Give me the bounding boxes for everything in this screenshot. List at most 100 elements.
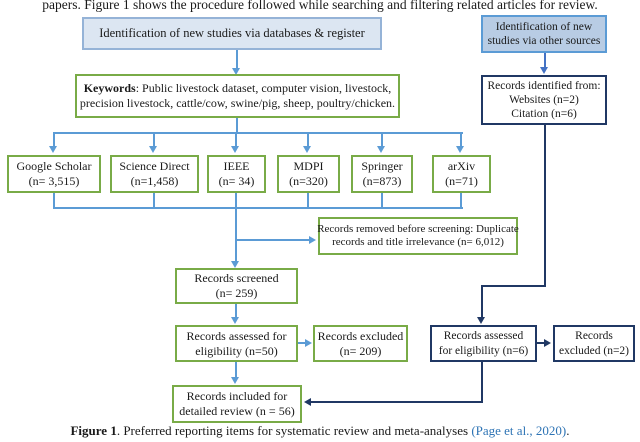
collector-springer (381, 193, 383, 209)
arrowhead-to-excluded-right (544, 339, 551, 347)
connector-assessed-to-included (235, 362, 237, 378)
box-records-excluded: Records excluded (n= 209) (313, 325, 408, 362)
arrowhead-other-to-identified (540, 67, 548, 74)
records-screened-line2: (n= 259) (215, 286, 258, 300)
arrowhead-header-to-keywords (232, 68, 240, 75)
box-database-google-scholar: Google Scholar (n= 3,515) (7, 155, 101, 193)
connector-right-to-included (311, 401, 483, 403)
arrowhead-to-assessed-right (477, 317, 485, 324)
connector-other-to-identified (544, 53, 546, 68)
box-assessed-eligibility: Records assessed for eligibility (n=50) (175, 325, 298, 362)
assessed-line1: Records assessed for (186, 328, 287, 343)
records-identified-line2: Websites (n=2) (509, 93, 579, 106)
keywords-bold: Keywords (83, 81, 136, 96)
db-name: MDPI (293, 159, 324, 174)
db-name: Google Scholar (16, 159, 92, 174)
records-identified-line3: Citation (n=6) (511, 108, 577, 120)
records-removed-line1: Records removed before screening: Duplic… (317, 222, 519, 235)
box-keywords: Keywords: Public livestock dataset, comp… (75, 74, 400, 118)
keywords-line2: precision livestock, cattle/cow, swine/p… (79, 96, 396, 110)
box-database-mdpi: MDPI (n=320) (277, 155, 340, 193)
connector-to-ieee (235, 132, 237, 146)
arrowhead-to-google-scholar (49, 146, 57, 153)
arrowhead-to-ieee (231, 146, 239, 153)
arrowhead-to-removed (309, 236, 316, 244)
excluded-right-line1: Records (575, 330, 613, 343)
excluded-right-line2: excluded (n=2) (558, 344, 630, 357)
db-name: Springer (361, 159, 403, 174)
distributor-line-top (53, 132, 463, 134)
connector-keywords-down (236, 118, 238, 134)
connector-assessed-to-excluded (298, 342, 306, 344)
box-database-springer: Springer (n=873) (351, 155, 413, 193)
collector-google-scholar (53, 193, 55, 209)
collector-ieee (235, 193, 237, 209)
connector-assessed-right-to-excluded (537, 342, 545, 344)
included-line1: Records included for (186, 389, 288, 404)
connector-to-assessed-right (481, 285, 483, 318)
box-database-arxiv: arXiv (n=71) (432, 155, 491, 193)
connector-assessed-right-down (481, 362, 483, 403)
collector-line-bottom (53, 207, 463, 209)
assessed-line2: eligibility (n=50) (195, 343, 278, 358)
collector-arxiv (460, 193, 462, 209)
connector-branch-removed (235, 239, 309, 241)
assessed-right-line1: Records assessed (443, 330, 524, 343)
box-records-screened: Records screened (n= 259) (175, 268, 298, 304)
keywords-line1-rest: : Public livestock dataset, computer vis… (135, 81, 392, 96)
excluded-line2: (n= 209) (339, 343, 382, 358)
db-count: (n=71) (445, 174, 478, 188)
db-name: IEEE (223, 159, 250, 174)
box-database-science-direct: Science Direct (n=1,458) (110, 155, 199, 193)
box-identification-other-line2: studies via other sources (487, 35, 601, 47)
connector-to-springer (381, 132, 383, 146)
arrowhead-to-springer (377, 146, 385, 153)
db-count: (n= 3,515) (28, 174, 80, 188)
collector-mdpi (307, 193, 309, 209)
arrowhead-to-assessed (231, 317, 239, 324)
keywords-line1: Keywords: Public livestock dataset, comp… (84, 81, 392, 96)
records-removed-line2: records and title irrelevance (n= 6,012) (332, 236, 504, 248)
db-name: arXiv (447, 159, 476, 174)
collector-science-direct (153, 193, 155, 209)
arrowhead-to-excluded (305, 339, 312, 347)
db-name: Science Direct (119, 159, 190, 174)
db-count: (n=873) (362, 174, 402, 188)
box-records-excluded-other: Records excluded (n=2) (553, 325, 635, 362)
figure-caption-period: . (566, 423, 570, 438)
box-identification-other-line1: Identification of new (495, 20, 593, 33)
arrowhead-to-arxiv (456, 146, 464, 153)
arrowhead-into-included (304, 398, 311, 406)
connector-identified-down (544, 125, 546, 287)
box-assessed-eligibility-other: Records assessed for eligibility (n=6) (430, 325, 537, 362)
connector-to-mdpi (307, 132, 309, 146)
db-count: (n=1,458) (130, 174, 179, 188)
box-identification-other-sources: Identification of new studies via other … (481, 15, 607, 53)
citation-link[interactable]: (Page et al., 2020) (471, 423, 567, 438)
records-screened-line1: Records screened (194, 271, 279, 286)
arrowhead-to-screened (231, 261, 239, 268)
connector-header-to-keywords (236, 50, 238, 69)
assessed-right-line2: for eligibility (n=6) (438, 344, 529, 357)
connector-identified-jog (481, 285, 546, 287)
arrowhead-to-included (231, 377, 239, 384)
figure-caption: Figure 1. Preferred reporting items for … (0, 423, 640, 439)
body-text-line: papers. Figure 1 shows the procedure fol… (42, 0, 598, 12)
db-count: (n=320) (289, 174, 328, 188)
connector-screened-to-assessed (235, 304, 237, 318)
box-identification-databases: Identification of new studies via databa… (82, 17, 382, 50)
box-records-identified-other: Records identified from: Websites (n=2) … (481, 75, 607, 125)
connector-to-arxiv (460, 132, 462, 146)
arrowhead-to-science-direct (149, 146, 157, 153)
connector-to-science-direct (153, 132, 155, 146)
box-records-removed: Records removed before screening: Duplic… (317, 217, 519, 255)
records-identified-line1: Records identified from: (487, 79, 601, 92)
box-identification-databases-label: Identification of new studies via databa… (99, 25, 365, 40)
included-line2: detailed review (n = 56) (179, 404, 295, 418)
connector-to-google-scholar (53, 132, 55, 146)
box-database-ieee: IEEE (n= 34) (207, 155, 266, 193)
db-count: (n= 34) (218, 174, 255, 188)
figure-caption-text: . Preferred reporting items for systemat… (116, 423, 472, 438)
excluded-line1: Records excluded (317, 328, 404, 343)
